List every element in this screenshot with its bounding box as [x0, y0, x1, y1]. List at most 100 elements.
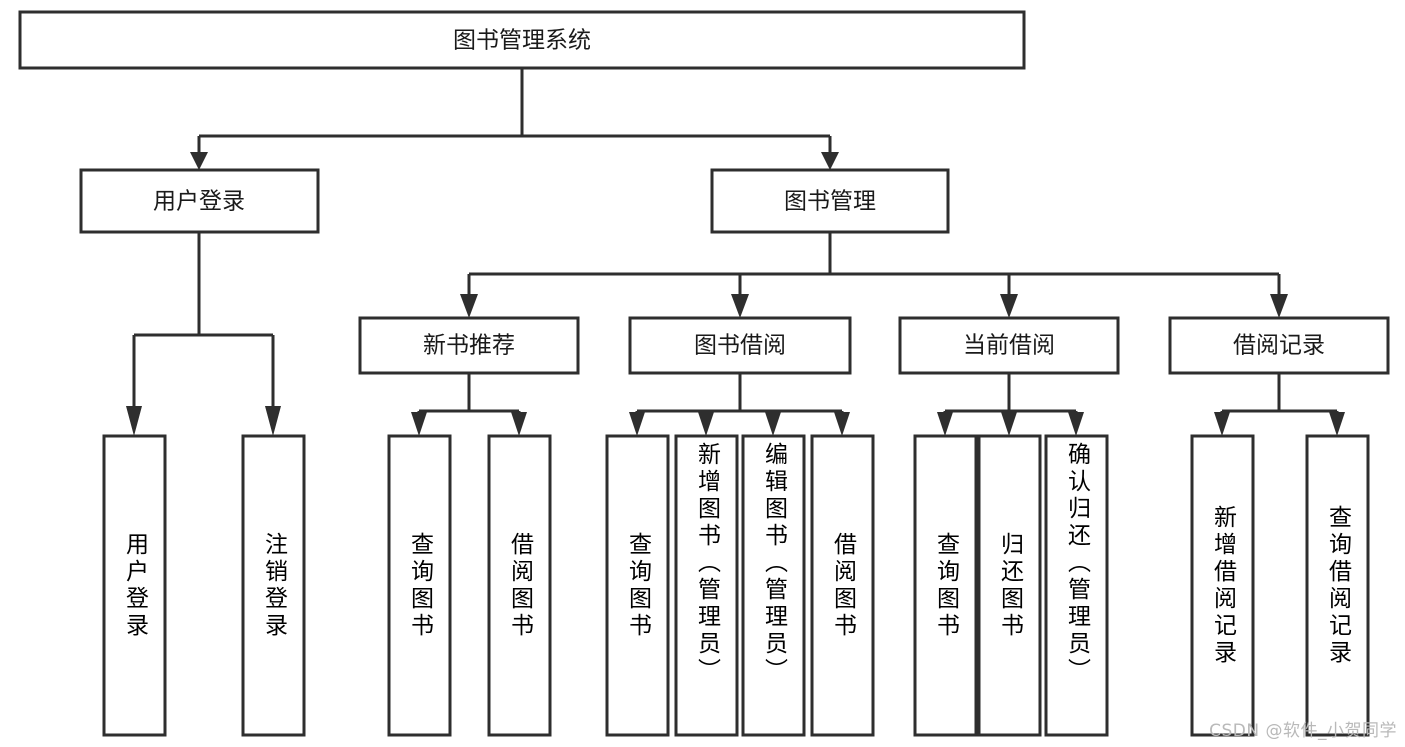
- connector-group-borrow-record: [1214, 373, 1345, 436]
- leaf-node-new-book-2[interactable]: [487, 434, 552, 737]
- arrow-head-bb-leaf-3: [765, 412, 781, 436]
- leaf-box-user-login-1[interactable]: [102, 434, 167, 737]
- leaf-label-book-borrow-4: 借阅图书: [829, 531, 856, 640]
- leaf-node-borrow-record-1[interactable]: [1190, 434, 1255, 737]
- arrow-head-borrow-record: [1270, 294, 1288, 318]
- leaf-box-current-borrow-3[interactable]: [1044, 434, 1109, 737]
- arrow-head-cb-leaf-2: [1001, 412, 1017, 436]
- node-book-management[interactable]: 图书管理: [710, 168, 950, 234]
- leaf-label-wrap-current-borrow-1: 查询图书: [932, 531, 959, 640]
- leaf-label-wrap-new-book-1: 查询图书: [406, 531, 433, 640]
- node-borrow-record-box[interactable]: [1168, 316, 1390, 375]
- node-new-book-recommend-label: 新书推荐: [423, 333, 515, 359]
- arrow-head-cb-leaf-3: [1068, 412, 1084, 436]
- node-current-borrow[interactable]: 当前借阅: [898, 316, 1120, 375]
- arrow-head-current-borrow: [1000, 294, 1018, 318]
- node-book-management-box[interactable]: [710, 168, 950, 234]
- leaf-label-book-borrow-2: 新增图书（管理员）: [693, 442, 720, 685]
- node-borrow-record-label: 借阅记录: [1233, 333, 1325, 359]
- leaf-label-wrap-user-login-2: 注销登录: [260, 531, 287, 640]
- arrow-head-book-mgmt: [821, 152, 839, 170]
- leaf-label-wrap-borrow-record-2: 查询借阅记录: [1324, 504, 1351, 667]
- leaf-node-current-borrow-2[interactable]: [977, 434, 1042, 737]
- node-book-management-label: 图书管理: [784, 189, 876, 215]
- leaf-label-new-book-1: 查询图书: [406, 531, 433, 640]
- connector-group-book-mgmt: [460, 232, 1288, 318]
- connector-group-root: [190, 68, 839, 170]
- leaf-box-borrow-record-2[interactable]: [1305, 434, 1370, 737]
- arrow-head-br-leaf-1: [1214, 412, 1230, 436]
- leaf-node-new-book-1[interactable]: [387, 434, 452, 737]
- leaf-node-book-borrow-1[interactable]: [605, 434, 670, 737]
- node-book-borrow[interactable]: 图书借阅: [628, 316, 852, 375]
- leaf-node-current-borrow-3[interactable]: [1044, 434, 1109, 737]
- leaf-node-user-login-2[interactable]: [241, 434, 306, 737]
- arrow-head-bb-leaf-1: [629, 412, 645, 436]
- node-book-borrow-box[interactable]: [628, 316, 852, 375]
- arrow-head-br-leaf-2: [1329, 412, 1345, 436]
- leaf-label-wrap-user-login-1: 用户登录: [121, 531, 148, 640]
- arrow-head-book-borrow: [731, 294, 749, 318]
- leaf-label-wrap-current-borrow-3: 确认归还（管理员）: [1063, 442, 1090, 685]
- node-user-login-label: 用户登录: [153, 189, 245, 215]
- node-root[interactable]: 图书管理系统: [18, 10, 1026, 70]
- leaf-box-book-borrow-4[interactable]: [810, 434, 875, 737]
- leaf-label-wrap-book-borrow-2: 新增图书（管理员）: [693, 442, 720, 685]
- leaf-box-borrow-record-1[interactable]: [1190, 434, 1255, 737]
- leaf-label-wrap-borrow-record-1: 新增借阅记录: [1209, 504, 1236, 667]
- leaf-box-new-book-2[interactable]: [487, 434, 552, 737]
- connector-group-book-borrow: [629, 373, 850, 436]
- arrow-head-nb-leaf-2: [511, 412, 527, 436]
- node-current-borrow-box[interactable]: [898, 316, 1120, 375]
- arrow-head-nb-leaf-1: [411, 412, 427, 436]
- leaf-node-book-borrow-3[interactable]: [741, 434, 806, 737]
- leaf-box-book-borrow-2[interactable]: [674, 434, 739, 737]
- node-book-borrow-label: 图书借阅: [694, 333, 786, 359]
- leaf-label-wrap-new-book-2: 借阅图书: [506, 531, 533, 640]
- arrow-head-leaf-user-login-2: [265, 406, 281, 436]
- leaf-box-book-borrow-3[interactable]: [741, 434, 806, 737]
- leaf-label-current-borrow-3: 确认归还（管理员）: [1063, 442, 1090, 685]
- node-root-box[interactable]: [18, 10, 1026, 70]
- node-root-label: 图书管理系统: [453, 28, 591, 54]
- leaf-label-current-borrow-1: 查询图书: [932, 531, 959, 640]
- leaf-box-current-borrow-1[interactable]: [913, 434, 978, 737]
- leaf-label-wrap-book-borrow-4: 借阅图书: [829, 531, 856, 640]
- arrow-head-bb-leaf-4: [834, 412, 850, 436]
- leaf-node-book-borrow-4[interactable]: [810, 434, 875, 737]
- leaf-box-new-book-1[interactable]: [387, 434, 452, 737]
- arrow-head-leaf-user-login-1: [126, 406, 142, 436]
- arrow-head-new-book: [460, 294, 478, 318]
- node-user-login[interactable]: 用户登录: [79, 168, 320, 234]
- leaf-node-borrow-record-2[interactable]: [1305, 434, 1370, 737]
- arrow-head-user-login: [190, 152, 208, 170]
- node-new-book-recommend[interactable]: 新书推荐: [358, 316, 580, 375]
- leaf-label-wrap-book-borrow-3: 编辑图书（管理员）: [760, 442, 787, 685]
- leaf-box-current-borrow-2[interactable]: [977, 434, 1042, 737]
- node-new-book-recommend-box[interactable]: [358, 316, 580, 375]
- connector-group-new-book: [411, 373, 527, 436]
- node-current-borrow-label: 当前借阅: [963, 333, 1055, 359]
- connector-group-user-login: [126, 232, 281, 436]
- arrow-head-bb-leaf-2: [698, 412, 714, 436]
- node-user-login-box[interactable]: [79, 168, 320, 234]
- node-borrow-record[interactable]: 借阅记录: [1168, 316, 1390, 375]
- leaf-label-current-borrow-2: 归还图书: [996, 531, 1023, 640]
- leaf-box-user-login-2[interactable]: [241, 434, 306, 737]
- leaf-label-wrap-book-borrow-1: 查询图书: [624, 531, 651, 640]
- leaf-node-book-borrow-2[interactable]: [674, 434, 739, 737]
- leaf-label-borrow-record-2: 查询借阅记录: [1324, 504, 1351, 667]
- arrow-head-cb-leaf-1: [937, 412, 953, 436]
- leaf-label-user-login-1: 用户登录: [121, 531, 148, 640]
- connector-group-current-borrow: [937, 373, 1084, 436]
- leaf-node-user-login-1[interactable]: [102, 434, 167, 737]
- leaf-label-book-borrow-1: 查询图书: [624, 531, 651, 640]
- leaf-node-current-borrow-1[interactable]: [913, 434, 978, 737]
- leaf-box-book-borrow-1[interactable]: [605, 434, 670, 737]
- leaf-label-new-book-2: 借阅图书: [506, 531, 533, 640]
- leaf-label-book-borrow-3: 编辑图书（管理员）: [760, 442, 787, 685]
- leaf-label-borrow-record-1: 新增借阅记录: [1209, 504, 1236, 667]
- leaf-label-user-login-2: 注销登录: [260, 531, 287, 640]
